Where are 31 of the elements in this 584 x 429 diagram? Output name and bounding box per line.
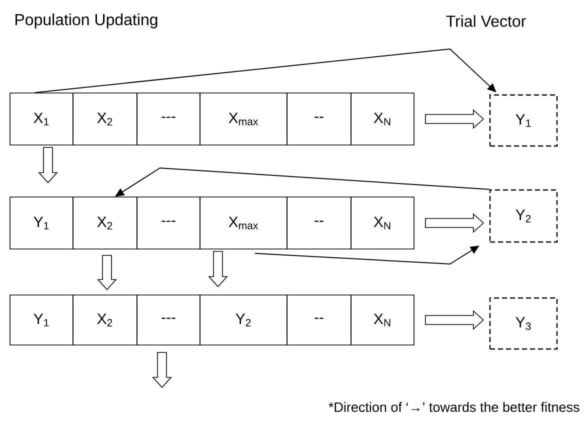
vector-cell: X$_{max}$ [200,92,288,146]
vector-cell: X$_{max}$ [200,196,288,250]
vector-cell: -- [286,92,352,146]
vector-cell: X$_{2}$ [72,92,138,146]
vector-cell: --- [136,294,200,346]
vector-cell: Y$_{1}$ [10,294,74,346]
footnote: *Direction of ‘→’ towards the better fitness [328,402,580,412]
vector-cell: X$_{N}$ [350,92,414,146]
vector-cell: X$_{N}$ [350,196,414,250]
block-arrow [208,251,228,288]
block-arrow [152,352,172,388]
trial-vector-box: Y$_{3}$ [489,297,558,350]
block-arrow [425,213,484,233]
heading: Population Updating [16,14,158,28]
vector-cell: -- [286,294,352,346]
vector-cell: --- [136,92,200,146]
trial-vector-box: Y$_{2}$ [489,189,558,243]
heading: Trial Vector [446,15,526,27]
vector-cell: -- [286,196,352,250]
vector-cell: X$_{2}$ [72,196,138,250]
block-arrow [38,147,58,184]
trial-vector-box: Y$_{1}$ [489,94,558,147]
block-arrow [425,109,484,129]
block-arrow [97,255,117,290]
vector-cell: --- [136,196,200,250]
vector-cell: Y$_{2}$ [200,294,288,346]
vector-cell: Y$_{1}$ [10,196,74,250]
block-arrow [425,310,484,330]
vector-cell: X$_{N}$ [350,294,414,346]
vector-cell: X$_{2}$ [72,294,138,346]
vector-cell: X$_{1}$ [10,92,74,146]
